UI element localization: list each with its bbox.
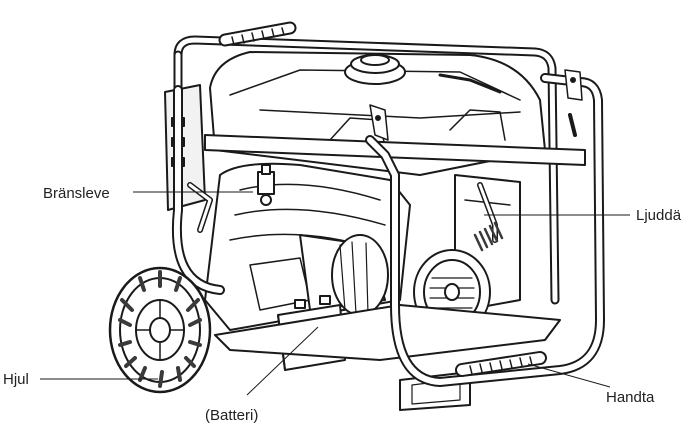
wheel [108, 266, 212, 394]
leader-battery [246, 326, 319, 396]
frame-back [173, 35, 560, 305]
fuel-cap [344, 54, 406, 85]
leader-handle [527, 363, 611, 388]
label-battery: (Batteri) [205, 407, 258, 424]
leader-lines [40, 191, 630, 396]
alternator [299, 234, 389, 316]
front-handle-grip [455, 351, 547, 377]
label-handle: Handta [606, 389, 655, 406]
frame-front [172, 73, 605, 387]
label-wheel: Hjul [3, 371, 29, 388]
label-muffler: Ljuddä [636, 207, 682, 224]
frame-brackets [369, 69, 583, 141]
top-handle-grip [218, 21, 297, 47]
label-fuel-valve: Bränsleve [43, 185, 110, 202]
fuel-valve [257, 164, 275, 206]
